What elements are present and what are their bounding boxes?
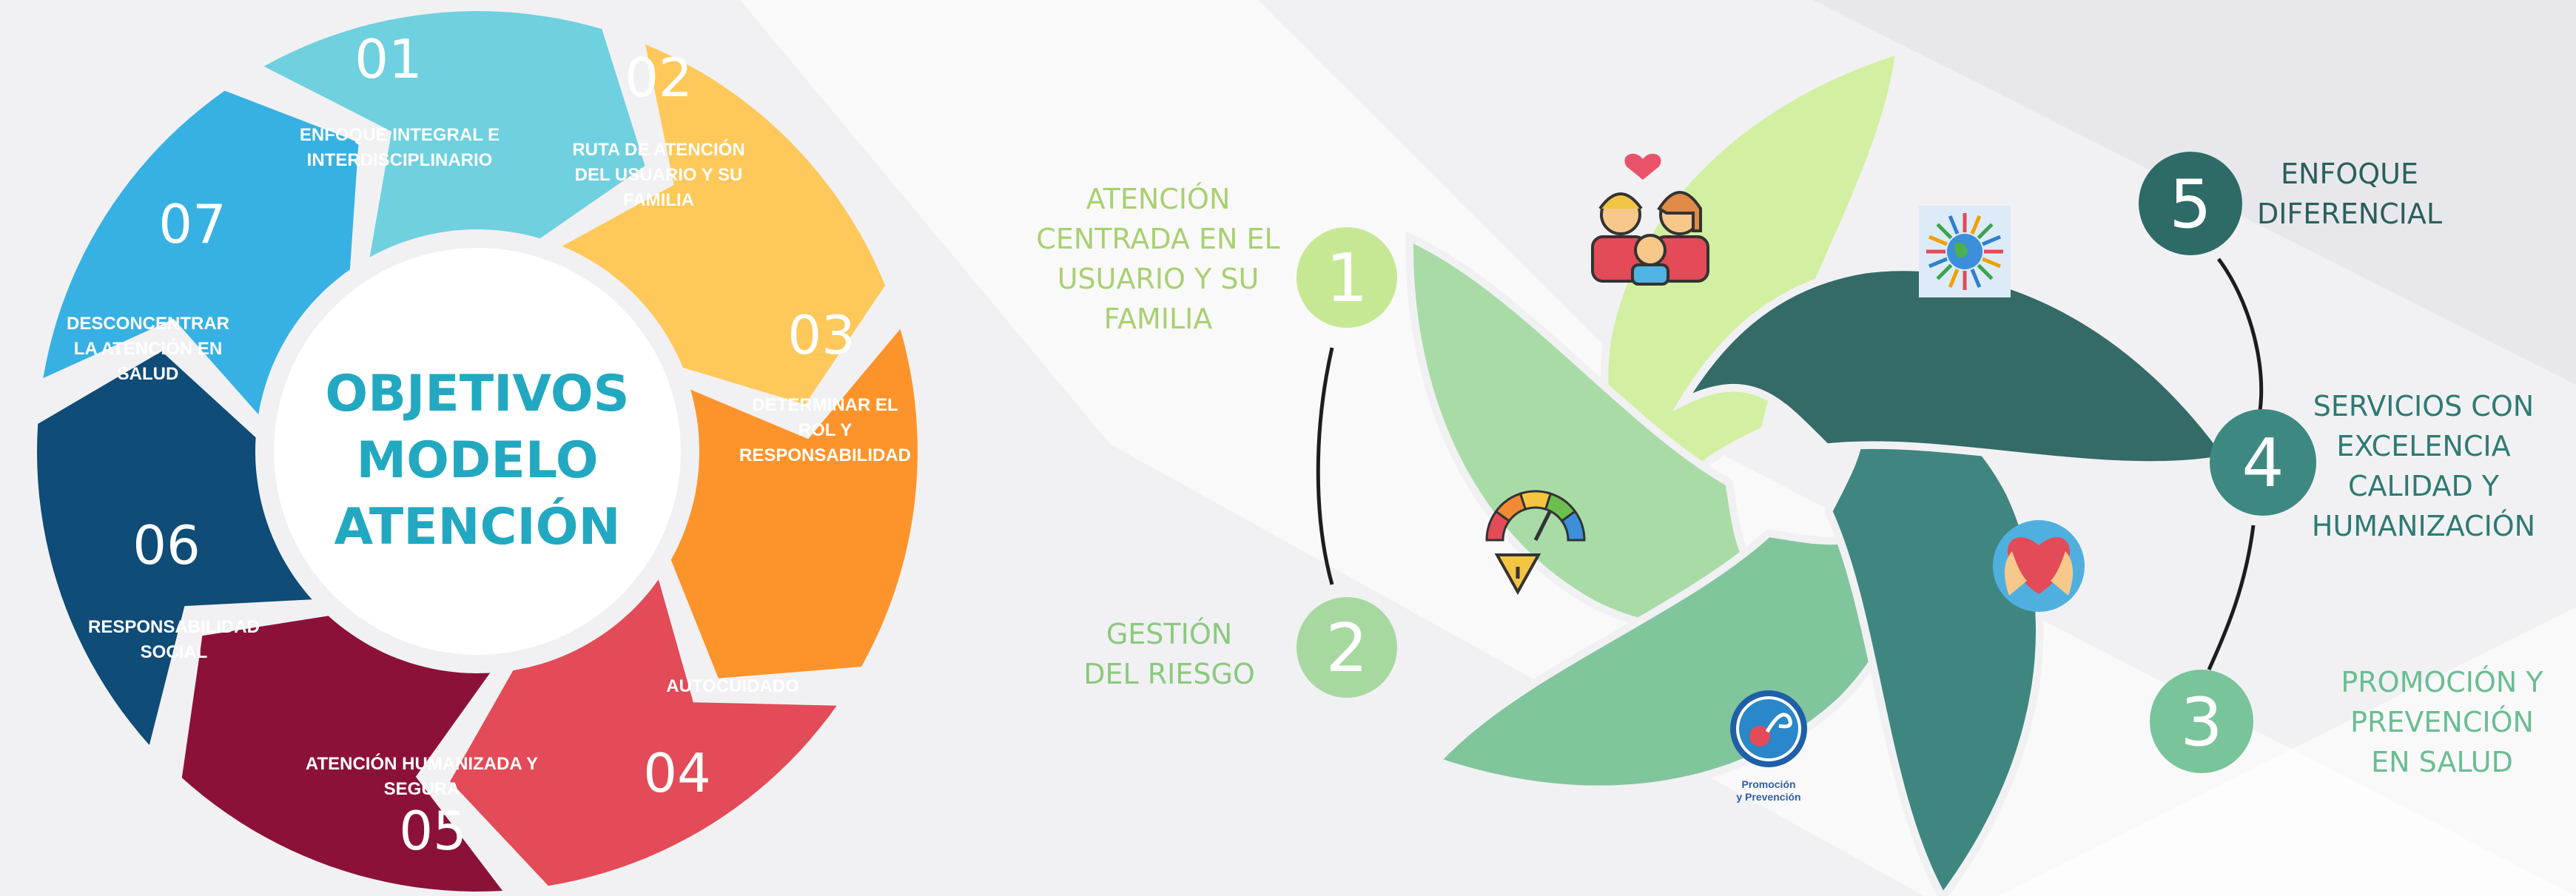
item-label-line: DIFERENCIAL xyxy=(2257,198,2442,230)
segment-label: RUTA DE ATENCIÓN DEL USUARIO Y SU FAMILIA xyxy=(572,139,744,210)
item-label-line: CALIDAD Y xyxy=(2348,470,2500,502)
segment-number: 01 xyxy=(354,28,423,90)
segment-label-line: ROL Y xyxy=(798,420,852,440)
segment-label-line: FAMILIA xyxy=(623,190,694,210)
promo-icon-caption-line: y Prevención xyxy=(1736,791,1800,803)
segment-label: AUTOCUIDADO xyxy=(666,676,799,696)
item-number: 3 xyxy=(2180,684,2222,761)
segment-label: ATENCIÓN HUMANIZADA Y SEGURA xyxy=(306,753,538,799)
item-label-line: EXCELENCIA xyxy=(2336,430,2510,462)
item-number: 1 xyxy=(1325,240,1368,317)
item-number-circle xyxy=(1297,227,1397,328)
item-label-line: ATENCIÓN xyxy=(1086,183,1231,215)
segment-label-line: AUTOCUIDADO xyxy=(666,676,799,696)
background-shard xyxy=(1998,607,2576,896)
cycle-segment xyxy=(562,44,886,405)
segment-label-line: INTERDISCIPLINARIO xyxy=(307,150,493,170)
item-label-line: FAMILIA xyxy=(1104,303,1213,335)
stethoscope-icon xyxy=(1730,690,1807,767)
item-number-circle xyxy=(2150,670,2253,773)
globe-people-icon xyxy=(1919,206,2011,297)
cycle-segment xyxy=(43,90,359,415)
item-label-line: HUMANIZACIÓN xyxy=(2312,510,2535,542)
segment-label-line: DETERMINAR EL xyxy=(752,395,898,415)
segment-number: 02 xyxy=(625,47,693,109)
item-label: SERVICIOS CON EXCELENCIA CALIDAD Y HUMANIZA… xyxy=(2312,390,2535,542)
segment-label-line: ENFOQUE INTEGRAL E xyxy=(300,125,500,145)
segment-label-line: ATENCIÓN HUMANIZADA Y xyxy=(306,753,538,774)
segment-label-line: DEL USUARIO Y SU xyxy=(575,165,743,185)
cycle-segment xyxy=(181,616,503,892)
cycle-segment xyxy=(450,579,837,886)
segment-label-line: RESPONSABILIDAD xyxy=(739,445,911,465)
segment-label: ENFOQUE INTEGRAL E INTERDISCIPLINARIO xyxy=(300,125,500,170)
promo-icon-caption-line: Promoción xyxy=(1741,778,1795,790)
segment-label-line: SALUD xyxy=(118,364,179,384)
item-label: ENFOQUE DIFERENCIAL xyxy=(2257,158,2442,230)
segment-label: RESPONSABILIDAD SOCIAL xyxy=(88,617,260,662)
cycle-title-line: OBJETIVOS xyxy=(325,365,629,423)
segment-number: 05 xyxy=(399,800,467,862)
segment-label-line: SEGURA xyxy=(384,779,460,799)
item-number-circle xyxy=(2139,152,2242,255)
item-label-line: PREVENCIÓN xyxy=(2350,706,2534,738)
segment-number: 07 xyxy=(158,193,226,255)
item-number: 2 xyxy=(1325,610,1368,687)
segment-label-line: DESCONCENTRAR xyxy=(67,314,229,334)
segment-label: DESCONCENTRAR LA ATENCIÓN EN SALUD xyxy=(67,314,229,384)
item-label: PROMOCIÓN Y PREVENCIÓN EN SALUD xyxy=(2341,666,2543,778)
cycle-center-disc xyxy=(274,248,681,655)
item-number: 5 xyxy=(2169,166,2211,243)
connector-arc xyxy=(2207,525,2256,671)
item-number: 4 xyxy=(2242,425,2284,502)
segment-label-line: RUTA DE ATENCIÓN xyxy=(572,139,744,160)
cycle-segment xyxy=(670,329,918,678)
segment-number: 03 xyxy=(787,304,855,366)
segment-label-line: SOCIAL xyxy=(141,642,208,662)
item-label-line: GESTIÓN xyxy=(1106,618,1232,650)
segment-label-line: LA ATENCIÓN EN xyxy=(74,338,222,359)
segment-number: 06 xyxy=(132,514,201,576)
item-label-line: ENFOQUE xyxy=(2281,158,2418,190)
item-label-line: EN SALUD xyxy=(2371,746,2513,778)
item-label-line: SERVICIOS CON xyxy=(2313,390,2534,422)
item-label-line: DEL RIESGO xyxy=(1083,658,1255,690)
item-label-line: PROMOCIÓN Y xyxy=(2341,666,2543,698)
connector-arc xyxy=(1316,347,1334,585)
cycle-segment xyxy=(263,11,645,257)
cycle-title-line: ATENCIÓN xyxy=(334,497,620,556)
segment-label-line: RESPONSABILIDAD xyxy=(88,617,260,637)
risk-gauge-icon xyxy=(1485,490,1586,596)
family-icon xyxy=(1591,153,1709,286)
cycle-title: OBJETIVOS MODELO ATENCIÓN xyxy=(325,365,629,556)
cycle-segment xyxy=(37,351,312,745)
item-label-line: USUARIO Y SU xyxy=(1057,263,1260,295)
item-number-circle xyxy=(1297,597,1397,698)
cycle-title-line: MODELO xyxy=(356,431,598,490)
segment-label: DETERMINAR EL ROL Y RESPONSABILIDAD xyxy=(739,395,911,465)
item-label-line: CENTRADA EN EL xyxy=(1036,223,1279,255)
item-label: ATENCIÓN CENTRADA EN EL USUARIO Y SU FAMILI… xyxy=(1036,183,1279,335)
item-label: GESTIÓN DEL RIESGO xyxy=(1083,618,1255,690)
item-number-circle xyxy=(2210,409,2316,516)
segment-number: 04 xyxy=(643,742,711,804)
heart-hands-icon xyxy=(1993,520,2085,612)
